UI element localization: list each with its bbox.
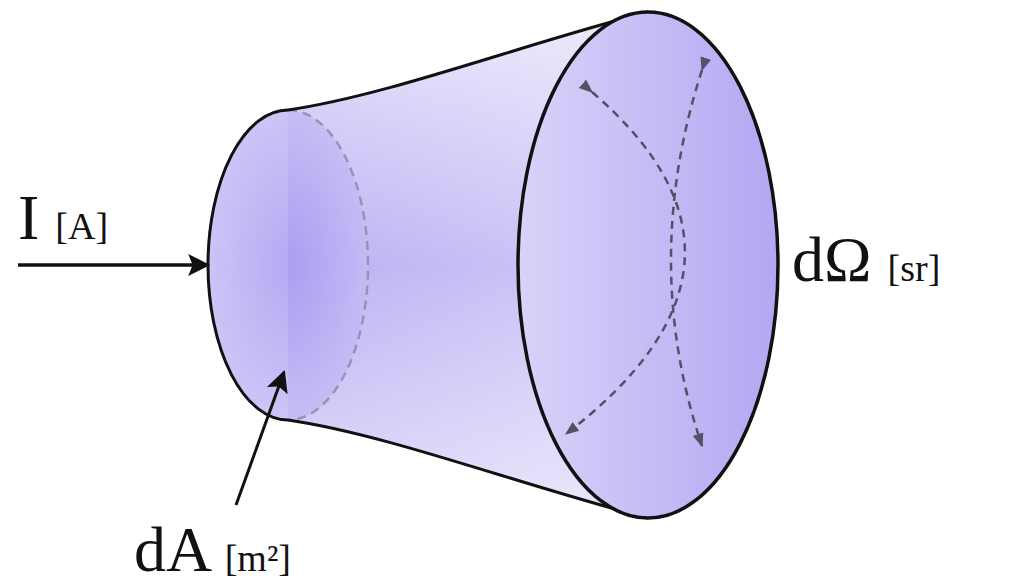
incoming-arrow	[18, 263, 208, 267]
entry-edge	[208, 110, 288, 420]
area-label: dA [m²]	[134, 518, 291, 582]
solid-angle-arc	[671, 70, 702, 446]
leader-arrow	[236, 372, 284, 505]
solid-angle-arc	[566, 92, 685, 434]
solid-angle-label: dΩ [sr]	[792, 228, 940, 292]
quantity-label: I [A]	[18, 186, 108, 250]
entry-face	[208, 110, 368, 420]
hidden-edge	[288, 110, 368, 420]
exit-face	[518, 12, 778, 518]
